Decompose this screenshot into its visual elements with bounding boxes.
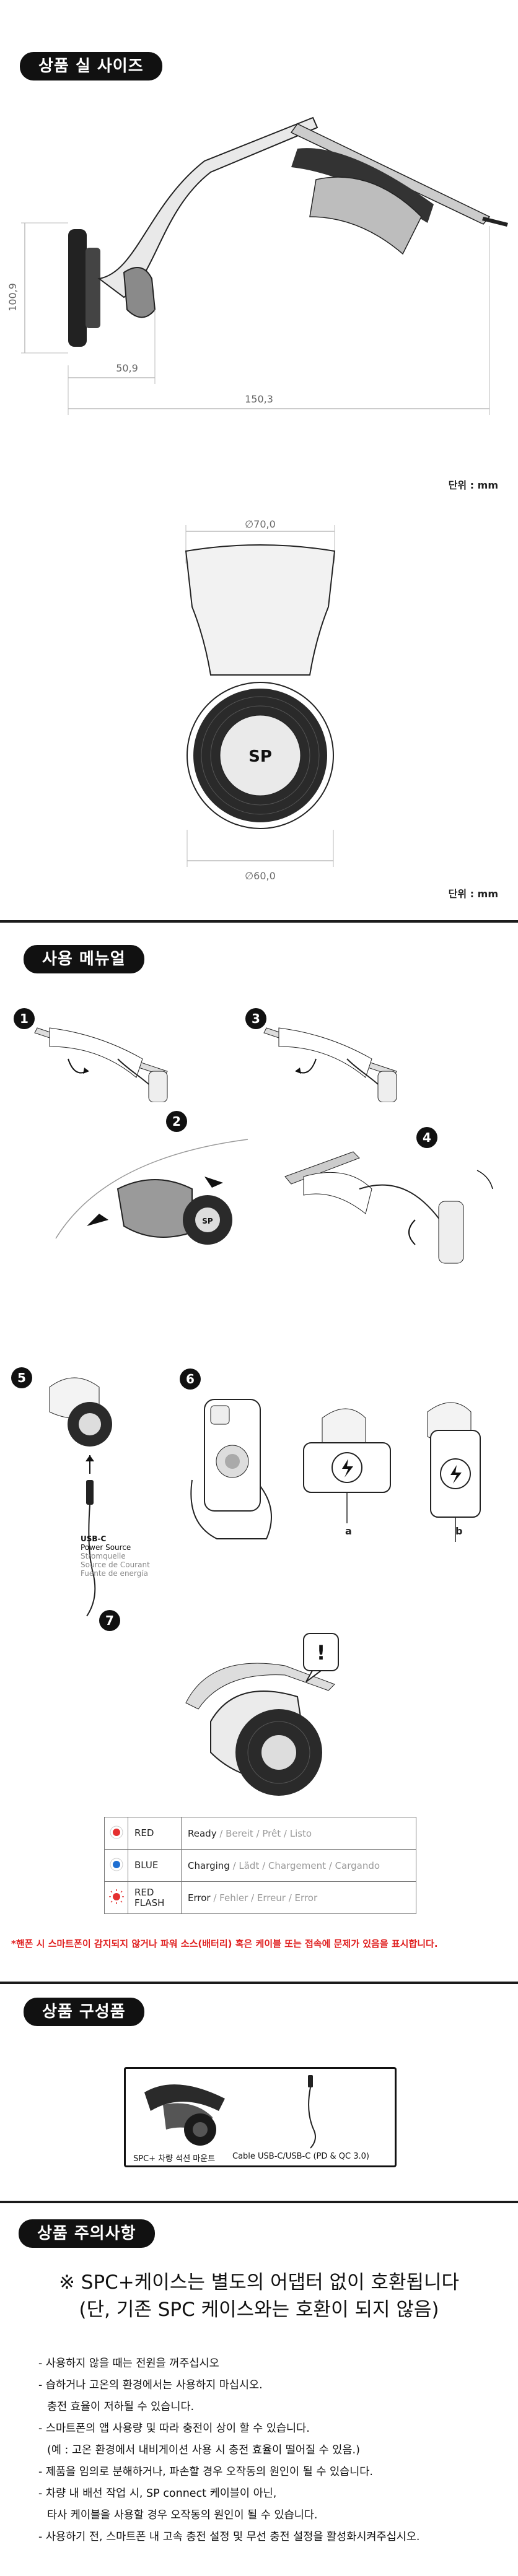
list-item: 충전 효율이 저하될 수 있습니다. xyxy=(47,2401,195,2413)
list-item: - 제품을 임의로 분해하거나, 파손할 경우 오작동의 원인이 될 수 있습니… xyxy=(38,2466,373,2478)
orientation-illustration xyxy=(303,1402,481,1542)
component-cable-label: Cable USB-C/USB-C (PD & QC 3.0) xyxy=(232,2152,369,2161)
section-title-caution: 상품 주의사항 xyxy=(19,2219,155,2248)
list-item: - 차량 내 배선 작업 시, SP connect 케이블이 아닌, xyxy=(38,2487,277,2500)
unit-label: 단위 : mm xyxy=(448,479,498,491)
step-4-badge: 4 xyxy=(416,1127,437,1148)
power-line-1: USB-C xyxy=(81,1534,107,1543)
step-1-illustration xyxy=(34,1027,168,1102)
list-item: - 사용하기 전, 스마트폰 내 고속 충전 설정 및 무선 충전 설정을 활성… xyxy=(38,2531,420,2543)
led-status-translations: / Bereit / Prêt / Listo xyxy=(216,1827,312,1839)
list-item: - 사용하지 않을 때는 전원을 꺼주십시오 xyxy=(38,2357,219,2370)
mount-image xyxy=(144,2084,225,2146)
table-row: RED Ready / Bereit / Prêt / Listo xyxy=(104,1817,416,1850)
power-line-5: Fuente de energía xyxy=(81,1569,148,1578)
led-status-table: RED Ready / Bereit / Prêt / Listo BLUE C… xyxy=(104,1817,416,1914)
step-4-illustration xyxy=(284,1151,493,1264)
dimension-bottom-diameter: ∅60,0 xyxy=(245,870,276,882)
front-view-drawing: ∅70,0 SP ∅60,0 xyxy=(185,518,336,882)
dimension-top-diameter: ∅70,0 xyxy=(245,518,276,530)
section-divider xyxy=(0,2201,518,2203)
step-1-badge: 1 xyxy=(14,1008,35,1029)
alert-mark: ! xyxy=(317,1641,326,1664)
power-line-3: Stromquelle xyxy=(81,1552,126,1560)
notice-line-1: ※ SPC+케이스는 별도의 어댑터 없이 호환됩니다 xyxy=(58,2271,460,2294)
led-status-ready: Ready xyxy=(188,1827,217,1839)
step-2-badge: 2 xyxy=(166,1111,187,1132)
section-divider xyxy=(0,920,518,923)
led-status-charging: Charging xyxy=(188,1860,230,1871)
led-color-red: RED xyxy=(128,1817,182,1850)
step-3-badge: 3 xyxy=(245,1008,266,1029)
power-line-4: Source de Courant xyxy=(81,1560,150,1569)
power-line-2: Power Source xyxy=(81,1543,131,1552)
step-5-badge: 5 xyxy=(11,1367,32,1388)
list-item: (예 : 고온 환경에서 내비게이션 사용 시 충전 효율이 떨어질 수 있음.… xyxy=(47,2444,360,2456)
table-row: BLUE Charging / Lädt / Chargement / Carg… xyxy=(104,1849,416,1882)
list-item: - 습하거나 고온의 환경에서는 사용하지 마십시오. xyxy=(38,2379,263,2391)
step-5-illustration xyxy=(49,1377,112,1617)
red-led-icon xyxy=(110,1825,123,1838)
svg-text:SP: SP xyxy=(248,747,272,766)
section-divider xyxy=(0,1982,518,1984)
led-status-error: Error xyxy=(188,1892,211,1904)
red-flash-led-icon xyxy=(108,1889,124,1904)
led-color-red-flash: RED FLASH xyxy=(128,1881,182,1914)
led-status-translations: / Fehler / Erreur / Error xyxy=(210,1892,318,1904)
power-source-label: USB-C Power Source Stromquelle Source de… xyxy=(81,1534,150,1578)
step-3-illustration xyxy=(263,1027,397,1102)
warning-text: *핸폰 시 스마트폰이 감지되지 않거나 파워 소스(배터리) 혹은 케이블 또… xyxy=(11,1938,438,1949)
blue-led-icon xyxy=(110,1858,123,1871)
svg-text:SP: SP xyxy=(202,1217,213,1225)
suction-plate xyxy=(68,229,87,347)
led-color-blue: BLUE xyxy=(128,1849,182,1882)
dimension-total-width: 150,3 xyxy=(245,393,273,405)
step-6-illustration xyxy=(190,1399,272,1539)
caution-list: - 사용하지 않을 때는 전원을 꺼주십시오 - 습하거나 고온의 환경에서는 … xyxy=(38,2353,509,2548)
components-box: SPC+ 차량 석션 마운트 Cable USB-C/USB-C (PD & Q… xyxy=(124,2067,397,2167)
orientation-label-a: a xyxy=(345,1525,352,1537)
led-status-translations: / Lädt / Chargement / Cargando xyxy=(229,1860,380,1871)
notice-line-2: (단, 기존 SPC 케이스와는 호환이 되지 않음) xyxy=(79,2299,439,2321)
dimension-base-width: 50,9 xyxy=(116,362,138,374)
cable-image xyxy=(308,2075,316,2149)
section-title-components: 상품 구성품 xyxy=(24,1998,144,2026)
step-7-badge: 7 xyxy=(99,1610,120,1631)
list-item: 타사 케이블을 사용할 경우 오작동의 원인이 될 수 있습니다. xyxy=(47,2509,318,2522)
list-item: - 스마트폰의 앱 사용량 및 따라 충전이 상이 할 수 있습니다. xyxy=(38,2422,310,2435)
dimension-height: 100,9 xyxy=(7,283,19,311)
orientation-label-b: b xyxy=(455,1525,463,1537)
component-mount-label: SPC+ 차량 석션 마운트 xyxy=(133,2154,216,2164)
step-6-badge: 6 xyxy=(180,1368,201,1390)
section-title-manual: 사용 메뉴얼 xyxy=(24,945,144,973)
step-7-illustration: ! xyxy=(185,1633,339,1796)
table-row: RED FLASH Error / Fehler / Erreur / Erro… xyxy=(104,1881,416,1914)
unit-label-2: 단위 : mm xyxy=(448,888,498,900)
step-2-illustration: SP xyxy=(55,1139,248,1245)
section-title-size: 상품 실 사이즈 xyxy=(20,52,162,80)
side-view-drawing: 100,9 50,9 150,3 xyxy=(7,116,508,415)
